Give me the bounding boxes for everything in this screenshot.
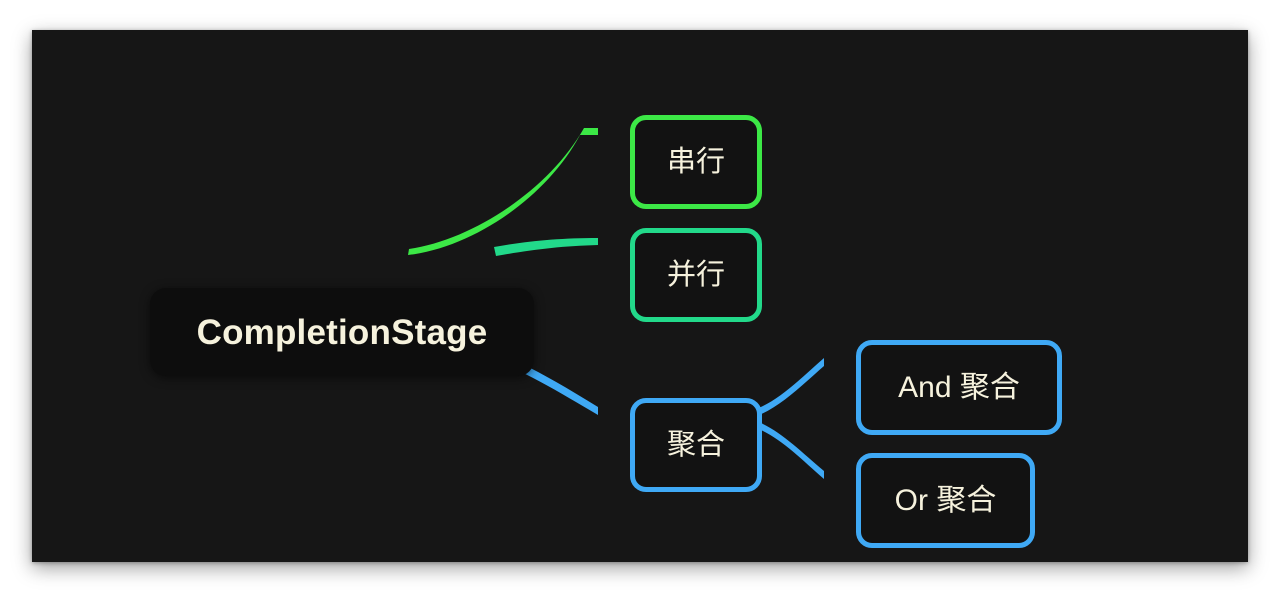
node-aggregate[interactable]: 聚合 <box>630 398 762 492</box>
node-aggregate-label: 聚合 <box>666 428 725 461</box>
node-and-aggregate-label: And 聚合 <box>898 370 1020 404</box>
mindmap-canvas: CompletionStage 串行 并行 聚合 And 聚合 Or 聚合 <box>32 30 1248 562</box>
node-serial-label: 串行 <box>666 145 725 178</box>
edge-root-parallel <box>494 238 598 256</box>
node-completionstage[interactable]: CompletionStage <box>150 288 534 376</box>
node-or-aggregate[interactable]: Or 聚合 <box>856 453 1035 548</box>
node-or-aggregate-label: Or 聚合 <box>894 483 997 517</box>
edge-root-serial <box>408 128 598 255</box>
node-parallel-label: 并行 <box>666 258 725 291</box>
node-serial[interactable]: 串行 <box>630 115 762 209</box>
node-parallel[interactable]: 并行 <box>630 228 762 322</box>
node-completionstage-label: CompletionStage <box>196 312 488 352</box>
node-and-aggregate[interactable]: And 聚合 <box>856 340 1062 435</box>
